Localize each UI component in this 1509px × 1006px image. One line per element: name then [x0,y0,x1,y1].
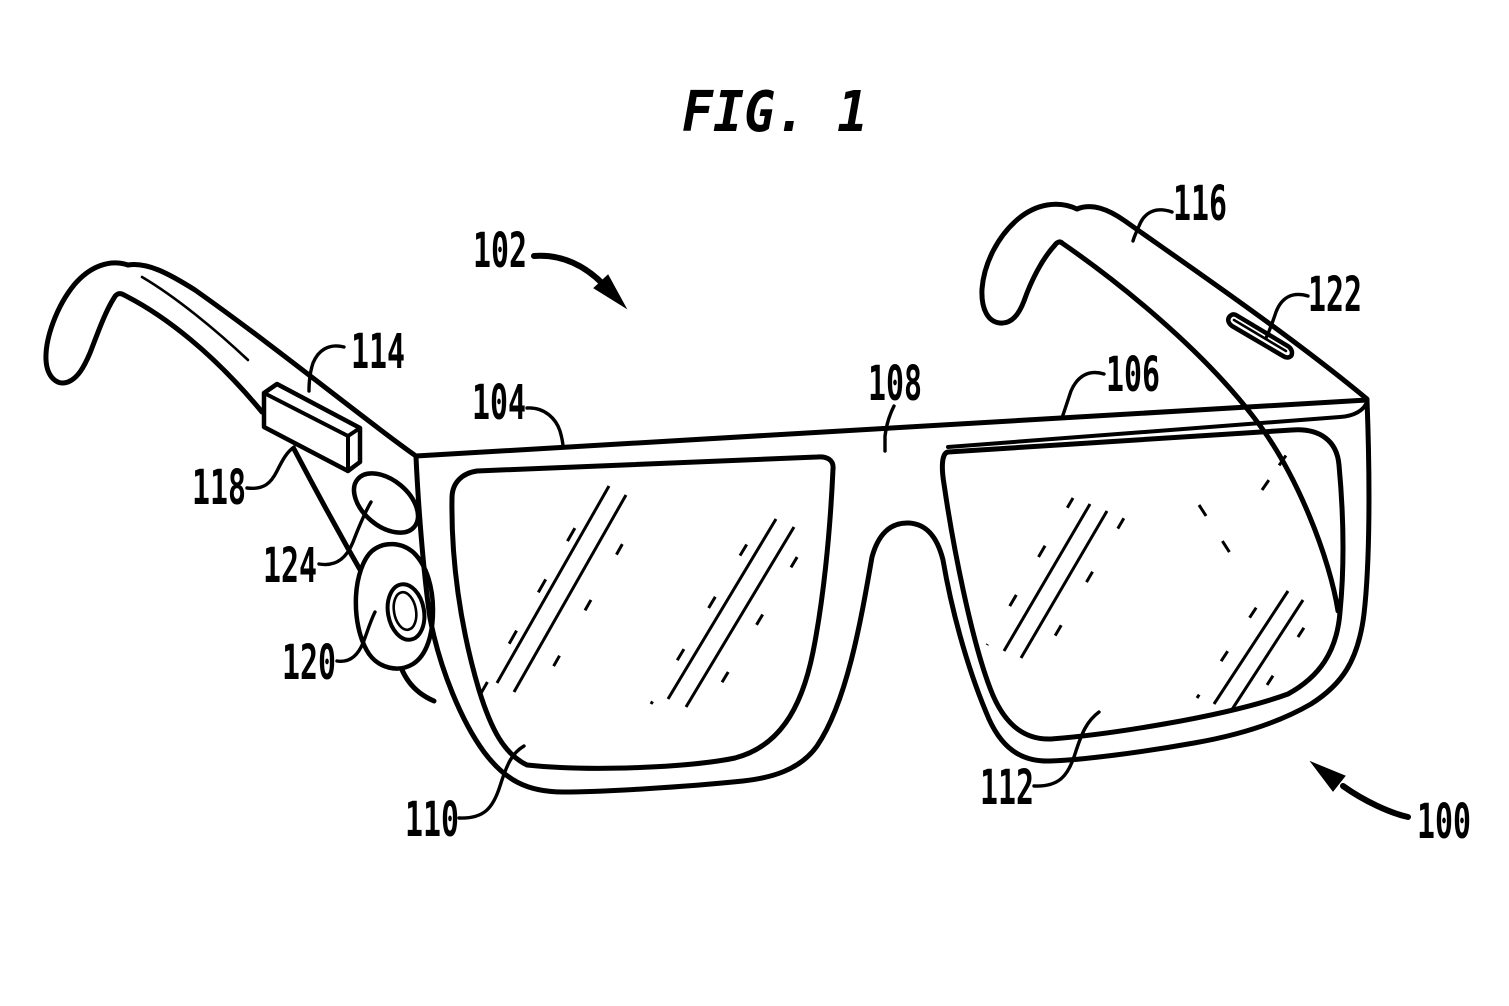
touchpad-inner-line [1232,318,1288,353]
glare-line [666,518,778,700]
glare-dashes [701,533,813,715]
leader-118 [245,445,296,491]
camera-120 [353,541,436,671]
housing-outline [261,381,363,474]
ref-label-108: 108 [868,356,922,412]
glare-line [512,494,628,693]
arrow-102-head [593,274,628,310]
glare-dashes [985,497,1075,646]
lens-glare-lines [478,440,1318,717]
frame-top-edge [413,397,1370,459]
touchpad-122 [1226,312,1295,360]
glare-dashes [532,510,643,702]
figure-title: FIG. 1 [682,80,868,145]
ref-label-116: 116 [1173,176,1227,232]
ref-label-118: 118 [192,460,246,516]
leader-114 [307,344,346,393]
right-lens [939,427,1346,742]
left-temple-inner-line [140,275,250,362]
leader-108 [883,404,896,453]
leader-106 [1060,370,1106,420]
camera-lens-outer [385,582,427,642]
arrow-102-shaft [531,252,606,287]
frame [413,397,1372,795]
glare-dashes [1197,504,1245,574]
ref-label-100: 100 [1417,794,1471,850]
right-temple [979,201,1370,614]
housing-front-top-edge [262,391,350,438]
glare-dashes [649,523,761,705]
leader-120 [335,610,377,663]
glare-dashes [1245,608,1318,717]
ref-label-112: 112 [980,760,1034,816]
device-housing-114 [261,381,363,474]
ref-label-124: 124 [263,538,317,594]
glare-dashes [1195,584,1273,699]
arrow-100-head [1309,760,1346,792]
ref-label-104: 104 [472,375,526,431]
left-lens [449,454,836,771]
glare-line [1229,599,1305,712]
glare-dashes [1260,440,1298,491]
right-ear-hook [979,201,1080,326]
glare-line [495,485,611,684]
right-temple-top-edge [1074,204,1370,402]
ref-label-122: 122 [1308,267,1362,323]
glare-dashes [478,504,590,696]
leader-110 [457,744,526,820]
glare-line [684,526,796,708]
sensor-124 [351,471,421,535]
reference-leaders [245,208,1310,820]
reference-arrows [531,252,1411,820]
reference-labels: 100 102 104 106 108 110 112 114 116 118 … [192,176,1471,850]
left-temple-top-edge [125,262,419,459]
frame-outer-silhouette [413,397,1372,795]
ref-label-110: 110 [405,792,459,848]
left-ear-hook [43,260,265,415]
right-temple-bottom-edge [1059,240,1341,614]
glare-line [1212,590,1290,705]
ref-label-114: 114 [351,324,405,380]
leader-112 [1032,710,1101,788]
glare-dashes [1036,517,1126,666]
leader-124 [317,500,373,567]
glare-line [1019,510,1109,659]
housing-end-top-edge [346,426,362,438]
glare-line [1002,503,1092,652]
smart-glasses-drawing [43,201,1372,795]
leader-104 [525,406,565,449]
camera-lens-inner [392,590,418,632]
ref-label-120: 120 [282,635,336,691]
leader-122 [1264,292,1310,340]
ref-label-102: 102 [473,223,527,279]
leader-116 [1131,208,1174,243]
arrow-100-shaft [1340,783,1411,820]
ref-label-106: 106 [1106,347,1160,403]
